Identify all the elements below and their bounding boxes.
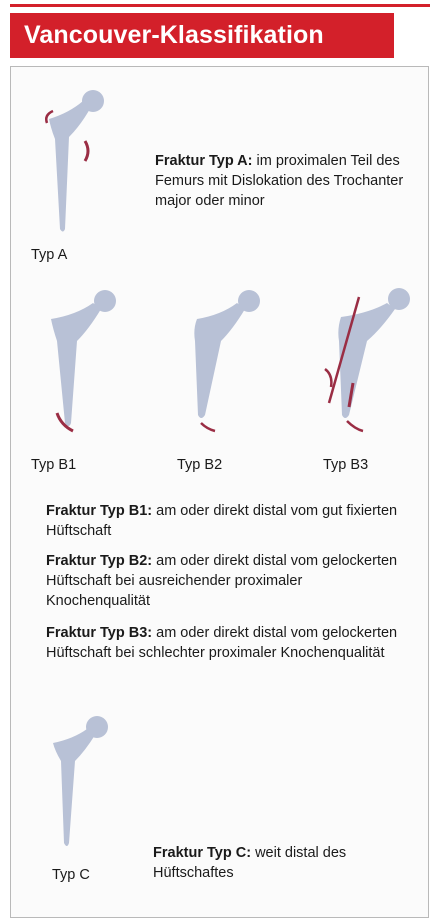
label-typ-b3: Typ B3 bbox=[323, 457, 368, 473]
page-title: Vancouver-Klassifikation bbox=[10, 13, 394, 58]
label-typ-a: Typ A bbox=[31, 247, 67, 263]
label-typ-b1: Typ B1 bbox=[31, 457, 76, 473]
implant-typ-b1 bbox=[31, 285, 131, 435]
description-typ-c: Fraktur Typ C: weit distal des Hüftschaf… bbox=[153, 843, 393, 883]
implant-typ-b3 bbox=[311, 283, 421, 443]
top-rule bbox=[10, 4, 430, 7]
label-typ-c: Typ C bbox=[52, 867, 90, 883]
label-typ-b2: Typ B2 bbox=[177, 457, 222, 473]
description-typ-b1: Fraktur Typ B1: am oder direkt distal vo… bbox=[46, 501, 406, 541]
implant-typ-c bbox=[37, 707, 117, 857]
classification-panel: Typ A Fraktur Typ A: im proximalen Teil … bbox=[10, 66, 429, 918]
implant-typ-a bbox=[39, 79, 109, 239]
implant-typ-b2 bbox=[171, 285, 271, 435]
description-typ-a: Fraktur Typ A: im proximalen Teil des Fe… bbox=[155, 151, 405, 211]
description-typ-b3: Fraktur Typ B3: am oder direkt distal vo… bbox=[46, 623, 406, 663]
description-typ-b2: Fraktur Typ B2: am oder direkt distal vo… bbox=[46, 551, 406, 611]
